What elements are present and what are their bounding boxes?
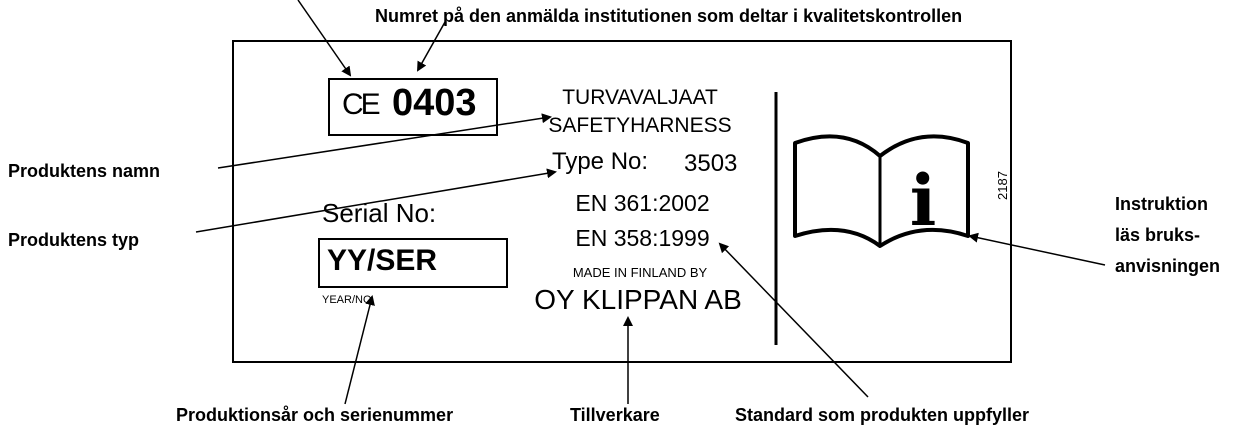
label-product-name: Produktens namn [8,161,161,181]
made-in: MADE IN FINLAND BY [572,265,708,280]
label-instruction-2: läs bruks- [1115,225,1201,245]
serial-box [318,238,508,288]
label-product-type: Produktens typ [8,230,140,250]
standard-1: EN 361:2002 [575,190,710,216]
notified-body-number: 0403 [392,82,477,124]
serial-caption: YEAR/NO [322,294,372,306]
label-notified-body: Numret på den anmälda institutionen som … [375,6,963,26]
manufacturer-name: OY KLIPPAN AB [534,284,742,315]
type-label: Type No: [552,148,649,175]
standard-2: EN 358:1999 [575,225,710,251]
side-number: 2187 [995,171,1010,200]
ce-mark: CE [342,88,381,121]
serial-label: Serial No: [322,198,437,228]
type-value: 3503 [684,150,738,177]
label-instruction-3: anvisningen [1115,256,1221,276]
product-name-en: SAFETYHARNESS [548,114,732,137]
label-instruction-1: Instruktion [1115,194,1208,214]
serial-value: YY/SER [327,244,438,277]
label-manufacturer: Tillverkare [570,405,660,425]
label-year-serial: Produktionsår och serienummer [176,405,454,425]
product-name-fi: TURVAVALJAAT [562,86,718,109]
label-standard: Standard som produkten uppfyller [735,405,1030,425]
